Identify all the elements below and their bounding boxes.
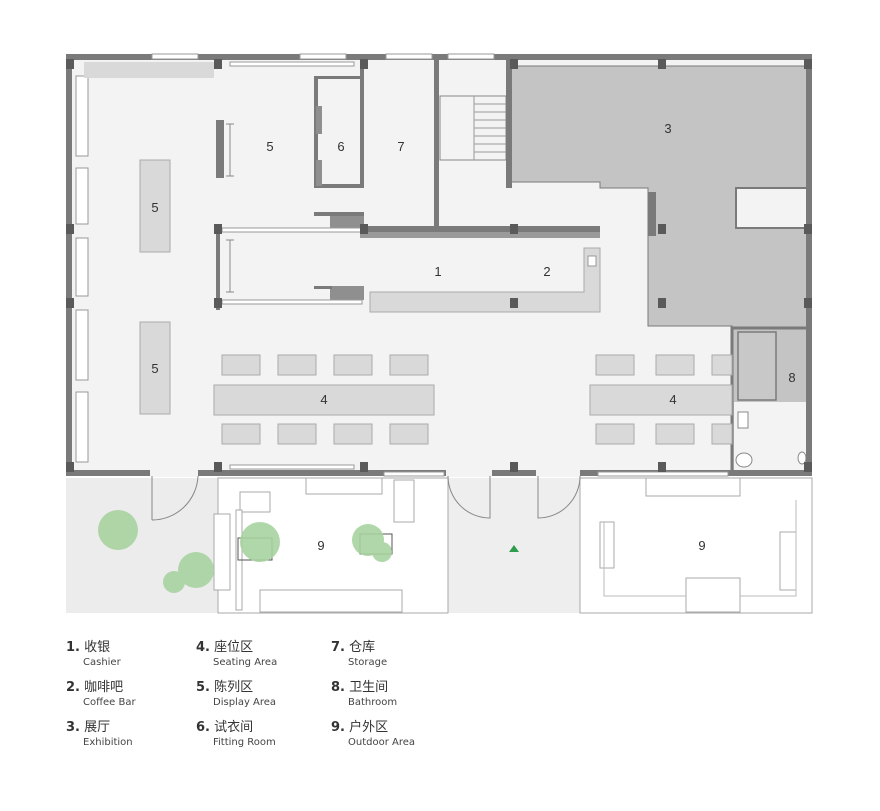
legend-number: 5. (196, 680, 210, 695)
legend-item-cashier: 1. 收银 Cashier (66, 640, 121, 670)
windows-left (75, 75, 89, 463)
legend-item-storage: 7. 仓库 Storage (331, 640, 387, 670)
display-table (139, 159, 171, 253)
legend-number: 2. (66, 680, 80, 695)
area-label-2: 2 (543, 264, 550, 279)
door-swings (151, 475, 581, 521)
area-label-1: 1 (434, 264, 441, 279)
bar-sink-icon (587, 255, 597, 267)
display-table (139, 321, 171, 415)
hanging-rails (226, 123, 234, 293)
legend-label-cn: 座位区 (214, 640, 254, 655)
legend-label-en: Display Area (213, 697, 277, 708)
area-label-5-top: 5 (266, 139, 273, 154)
legend-item-seating-area: 4. 座位区 Seating Area (196, 640, 277, 670)
entrance-gap (446, 469, 492, 477)
entrance-marker-icon (509, 545, 519, 552)
legend-label-cn: 收银 (84, 640, 111, 655)
windows-top (151, 53, 495, 67)
area-label-7: 7 (397, 139, 404, 154)
legend-item-display-area: 5. 陈列区 Display Area (196, 680, 276, 710)
legend-label-cn: 咖啡吧 (84, 680, 124, 695)
seating-right (589, 354, 733, 445)
legend-label-en: Storage (348, 657, 388, 668)
legend-label-cn: 卫生间 (349, 680, 389, 695)
legend-number: 4. (196, 640, 210, 655)
toilet-icon (735, 452, 753, 468)
display-counter-top (84, 62, 214, 78)
legend-label-cn: 陈列区 (214, 680, 254, 695)
outdoor-planter-outline (603, 500, 797, 597)
legend-item-exhibition: 3. 展厅 Exhibition (66, 720, 133, 750)
legend-label-cn: 展厅 (84, 720, 111, 735)
tree-icons (98, 510, 392, 593)
legend-label-cn: 试衣间 (214, 720, 254, 735)
area-label-3: 3 (664, 121, 671, 136)
area-label-4-left: 4 (320, 392, 327, 407)
seating-left (213, 354, 435, 445)
interior-walls (216, 60, 656, 310)
structural-columns (66, 59, 812, 472)
sink-icon (737, 411, 749, 429)
legend-label-en: Bathroom (348, 697, 398, 708)
legend-item-coffee-bar: 2. 咖啡吧 Coffee Bar (66, 680, 136, 710)
legend-label-cn: 户外区 (349, 720, 389, 735)
area-numbers: 5 6 7 3 5 1 2 5 8 4 4 9 9 (151, 121, 795, 553)
legend-label-en: Fitting Room (213, 737, 276, 748)
legend-label-cn: 仓库 (349, 640, 376, 655)
legend-label-en: Coffee Bar (83, 697, 136, 708)
legend-number: 7. (331, 640, 345, 655)
exhibition-niche (735, 187, 809, 229)
legend-number: 3. (66, 720, 80, 735)
entrance-gap (536, 469, 580, 477)
entrance-gap (150, 469, 198, 477)
legend-label-en: Exhibition (83, 737, 133, 748)
fitting-divider (316, 160, 322, 186)
stair-steps (473, 96, 506, 160)
area-label-4-right: 4 (669, 392, 676, 407)
legend-label-en: Seating Area (213, 657, 278, 668)
area-label-9-right: 9 (698, 538, 705, 553)
legend-number: 8. (331, 680, 345, 695)
legend-item-fitting-room: 6. 试衣间 Fitting Room (196, 720, 276, 750)
legend-label-en: Outdoor Area (348, 737, 416, 748)
area-label-8: 8 (788, 370, 795, 385)
bathroom-stall (737, 331, 777, 401)
legend-number: 1. (66, 640, 80, 655)
area-label-9-left: 9 (317, 538, 324, 553)
legend-number: 9. (331, 720, 345, 735)
area-label-5-left-bottom: 5 (151, 361, 158, 376)
legend-number: 6. (196, 720, 210, 735)
area-label-5-left-top: 5 (151, 200, 158, 215)
legend-item-outdoor-area: 9. 户外区 Outdoor Area (331, 720, 415, 750)
legend: 1. 收银 Cashier 2. 咖啡吧 Coffee Bar 3. 展厅 Ex… (66, 640, 486, 760)
legend-label-en: Cashier (83, 657, 121, 668)
outdoor-ground-left (66, 478, 218, 613)
coffee-bar-counter (369, 247, 601, 313)
area-label-6: 6 (337, 139, 344, 154)
legend-item-bathroom: 8. 卫生间 Bathroom (331, 680, 397, 710)
fitting-divider (316, 106, 322, 134)
